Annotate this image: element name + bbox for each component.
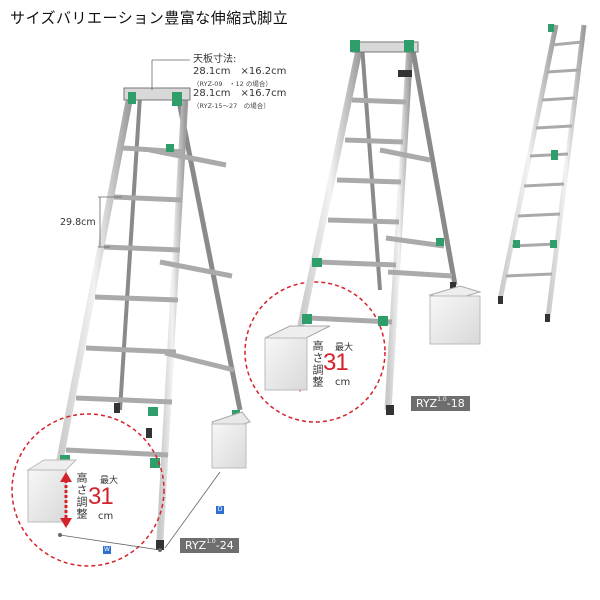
block-large-left [26, 459, 78, 523]
width-marker: W [103, 546, 111, 554]
adjust-circle-large [11, 413, 165, 567]
step-spacing-label: 29.8cm [60, 217, 96, 228]
adjust-max-medium: 最大 [335, 343, 354, 353]
adjust-unit-large: cm [98, 511, 114, 522]
adjust-unit-medium: cm [335, 377, 351, 388]
spec-heading: 天板寸法: [193, 54, 237, 65]
spec-note-b: （RYZ-15～27 の場合） [193, 102, 270, 110]
dimension-lines [59, 59, 221, 551]
adjust-value-medium: 31 [323, 349, 349, 376]
spec-size-a: 28.1cm ×16.2cm [193, 66, 287, 77]
large-ladder [54, 87, 243, 550]
model-tag-large: RYZ1.0-24 [180, 538, 239, 553]
top-plate-spec: 天板寸法: 28.1cm ×16.2cm （RYZ-09 ・12 の場合） 28… [193, 54, 286, 110]
medium-ladder [296, 40, 458, 415]
block-medium-left [264, 325, 331, 391]
adjust-text-medium: 高さ調整 [311, 340, 324, 388]
adjust-value-large: 31 [88, 483, 114, 510]
block-large-right [211, 411, 251, 469]
spec-size-b: 28.1cm ×16.7cm [193, 88, 287, 99]
straight-ladder [497, 24, 587, 322]
page-title: サイズバリエーション豊富な伸縮式脚立 [10, 9, 289, 27]
block-medium-right [428, 285, 482, 345]
spec-note-a: （RYZ-09 ・12 の場合） [193, 80, 272, 88]
adjust-circle-medium [244, 281, 386, 423]
adjust-arrow-large [60, 472, 72, 528]
adjust-max-large: 最大 [100, 476, 119, 486]
adjust-text-large: 高さ調整 [75, 472, 88, 520]
model-tag-medium: RYZ1.0-18 [411, 396, 470, 411]
depth-marker: D [216, 506, 224, 514]
